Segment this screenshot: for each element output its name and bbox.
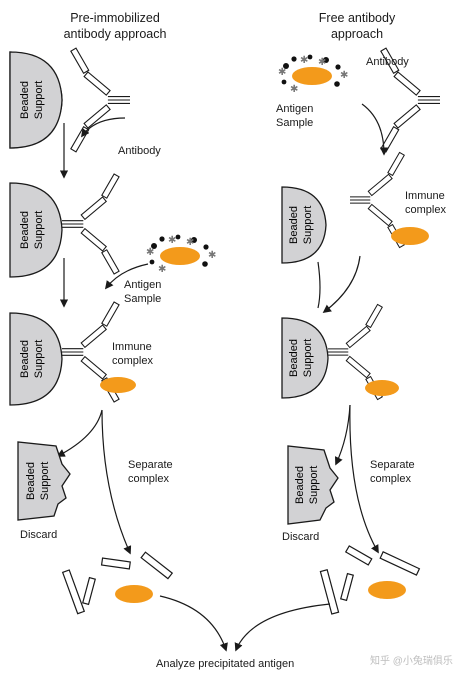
svg-text:Beaded: Beaded [25,462,37,500]
left-heading: Pre-immobilized antibody approach [40,10,190,42]
svg-text:Support: Support [302,206,314,245]
svg-text:Support: Support [308,466,320,505]
bead-label-1a: Beaded [19,81,31,119]
left-heading-line2: antibody approach [63,27,167,41]
svg-text:Support: Support [33,211,45,250]
antibody-label-left: Antibody [118,145,161,157]
right-heading-line2: approach [330,27,384,41]
left-heading-line1: Pre-immobilized [70,11,160,25]
bead-label-1b: Support [33,81,45,120]
discard-label-right: Discard [282,531,320,543]
svg-text:Support: Support [39,462,51,501]
right-heading-line1: Free antibody [318,11,396,25]
antibody-label-right: Antibody [366,56,409,68]
svg-text:Support: Support [33,340,45,379]
right-heading: Free antibody approach [282,10,432,42]
svg-text:Beaded: Beaded [19,340,31,378]
svg-text:Support: Support [302,339,314,378]
svg-text:Beaded: Beaded [288,206,300,244]
discard-label-left: Discard [20,529,58,541]
svg-text:Beaded: Beaded [294,466,306,504]
analyze-label: Analyze precipitated antigen [156,658,295,670]
svg-text:Beaded: Beaded [288,339,300,377]
watermark: 知乎 @小兔瑞俱乐 [370,656,453,667]
svg-text:Beaded: Beaded [19,211,31,249]
